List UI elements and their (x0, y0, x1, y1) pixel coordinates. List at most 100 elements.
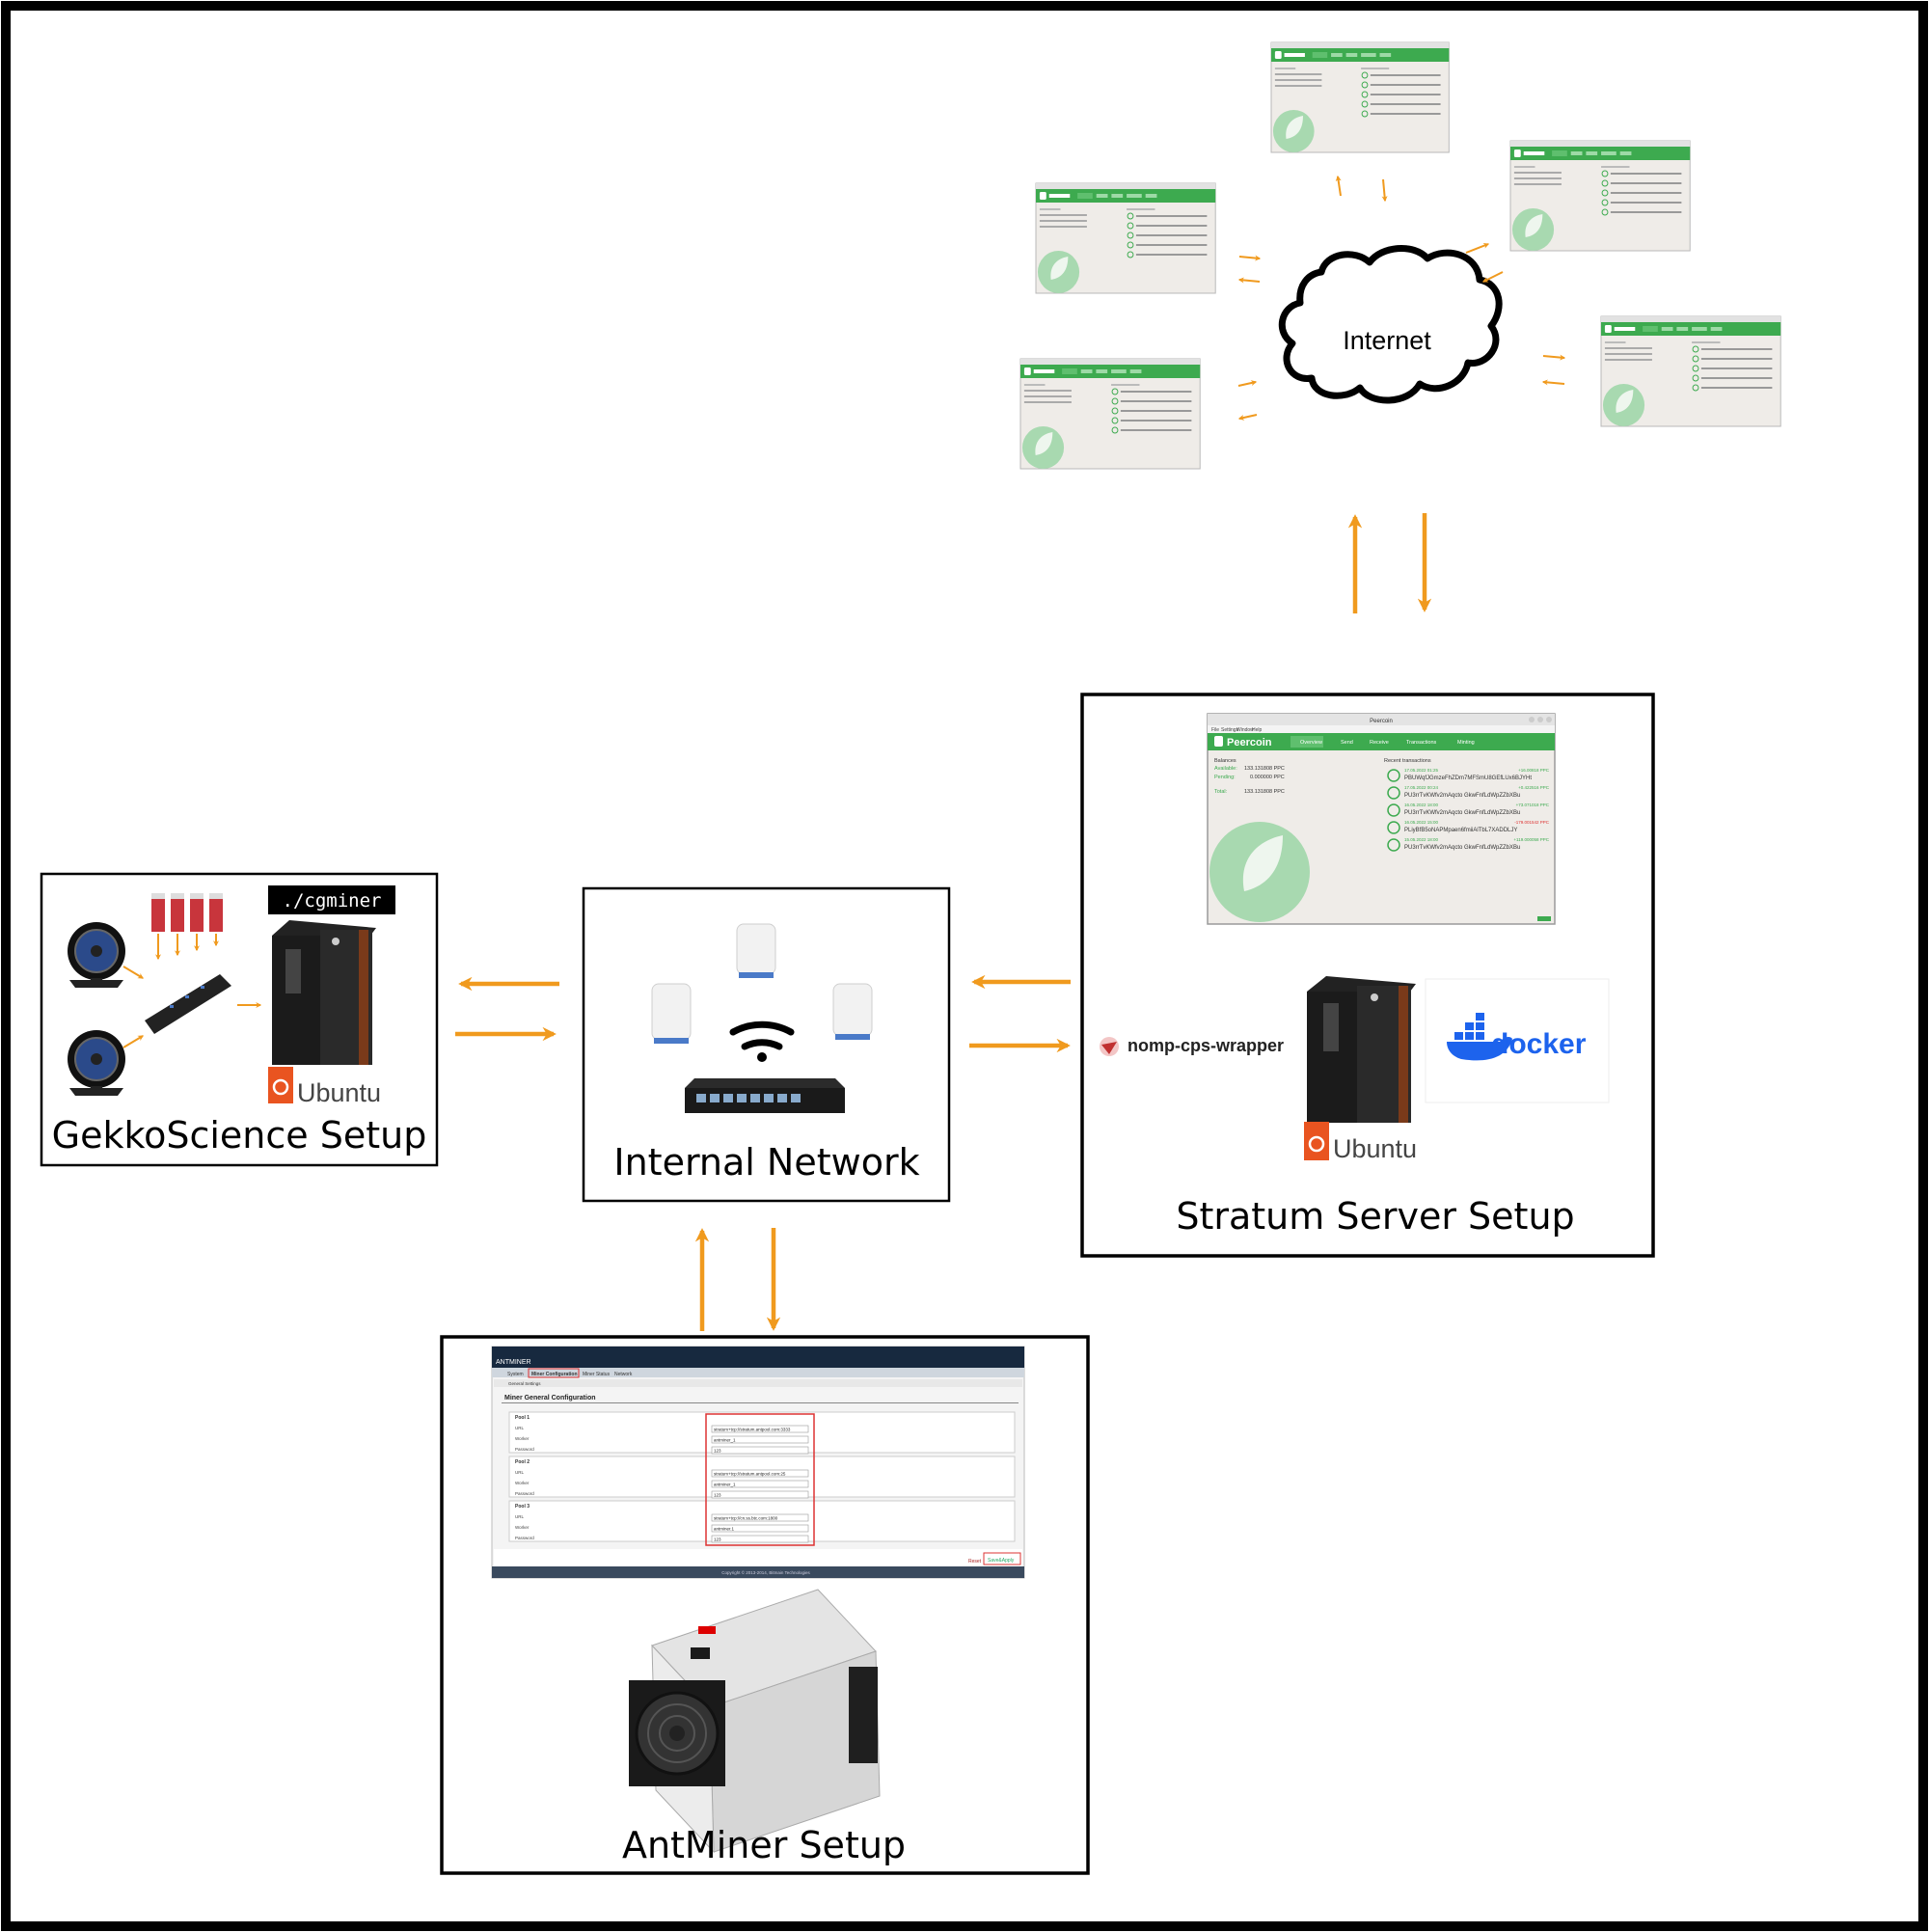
pool-field-label: Worker (515, 1436, 530, 1441)
network-stratum-arrows (969, 974, 1071, 1053)
pool-password-input[interactable] (711, 1446, 809, 1455)
wallet-menu-item[interactable]: Settings (1221, 727, 1239, 733)
wallet-menu-item[interactable]: Help (1252, 727, 1263, 733)
stratum-ubuntu-logo: Ubuntu (1304, 1122, 1417, 1163)
pool-list: Pool 1 URL stratum+tcp://stratum.antpool.c… (508, 1411, 1016, 1543)
transaction-row[interactable]: 17.05.2022 00:24 +0.422516 PPC PU3rrTvKWfv… (1387, 785, 1550, 800)
peer-wallet-5 (1019, 358, 1201, 470)
peer-wallet-1 (1270, 41, 1450, 153)
transaction-row[interactable]: 15.05.2022 18:00 +119.000058 PPC PU3rrTvKW… (1387, 837, 1550, 852)
recent-transactions-header: Recent transactions (1384, 758, 1431, 764)
pool-password-input[interactable] (711, 1535, 809, 1543)
pool-password-value: 123 (714, 1449, 721, 1454)
wallet-menu-item[interactable]: File (1211, 727, 1219, 733)
cgminer-command: ./cgminer (283, 890, 382, 912)
transaction-date: 16.05.2022 15:00 (1404, 820, 1439, 825)
antminer-save-apply-button[interactable]: Save&Apply (988, 1558, 1015, 1564)
pool-worker-input[interactable] (711, 1435, 809, 1444)
transaction-row[interactable]: 16.05.2022 15:00 -179.001542 PPC PLiyBfB5o… (1387, 820, 1550, 834)
pool-url-input[interactable] (711, 1469, 809, 1478)
wallet-window-title: Peercoin (1370, 719, 1393, 724)
pool-field-label: Worker (515, 1481, 530, 1485)
usb-hub (145, 974, 231, 1034)
wallet-tab-overview[interactable]: Overview (1300, 740, 1322, 746)
pool-field-label: URL (515, 1514, 524, 1519)
balance-value: 133.131808 PPC (1244, 789, 1285, 795)
wallet-menu-item[interactable]: Window (1236, 727, 1254, 733)
antminer-subtab-general[interactable]: General Settings (508, 1381, 541, 1386)
internal-network-title: Internal Network (613, 1141, 919, 1184)
pool-name: Pool 3 (515, 1504, 530, 1510)
pool-worker-input[interactable] (711, 1524, 809, 1533)
antminer-tab-system[interactable]: System (507, 1372, 524, 1377)
pool-worker-value: antminer.1 (714, 1527, 735, 1532)
wallet-brand: Peercoin (1227, 737, 1272, 748)
docker-label: docker (1491, 1028, 1587, 1060)
gekko-network-arrows (455, 976, 559, 1042)
transaction-amount: +119.000058 PPC (1513, 837, 1549, 842)
switch-ports (696, 1094, 801, 1102)
transaction-amount: +0.422516 PPC (1518, 785, 1550, 790)
transaction-address: PLiyBfB5oNAPMpaen6fmiiAlTbL7XADDLJY (1404, 828, 1517, 833)
stratum-setup-title: Stratum Server Setup (1176, 1195, 1574, 1238)
wallet-tab-transactions[interactable]: Transactions (1406, 740, 1437, 746)
transaction-amount: +73.071018 PPC (1516, 803, 1550, 807)
antminer-logo: ANTMINER (496, 1359, 531, 1366)
pool-worker-value: antminer_1 (714, 1483, 736, 1487)
transaction-row[interactable]: 17.05.2022 01:25+16.00818 PPCPBUWqfJGmze… (1387, 768, 1550, 782)
usb-miner-sticks (151, 893, 223, 932)
wifi-icon (729, 1020, 795, 1062)
transaction-date: 15.05.2022 18:00 (1404, 837, 1439, 842)
pool-url-value: stratum+tcp://stratum.antpool.com:25 (714, 1472, 786, 1477)
balance-label: Pending: (1214, 775, 1236, 780)
pool-password-input[interactable] (711, 1490, 809, 1499)
transaction-address: PU3rrTvKWfv2mAqcto GkwFnfLdWpZZbXBu (1404, 810, 1520, 816)
antminer-tab-miner-configuration[interactable]: Miner Configuration (531, 1372, 578, 1377)
gekko-flow-arrows (122, 934, 262, 1048)
pool-field-label: URL (515, 1426, 524, 1430)
peer-wallet-4 (1600, 315, 1781, 427)
transaction-list: 17.05.2022 01:25+16.00818 PPCPBUWqfJGmze… (1387, 768, 1550, 852)
peercoin-logo-icon (1214, 736, 1223, 747)
pool-name: Pool 2 (515, 1459, 530, 1465)
gekkoscience-setup-title: GekkoScience Setup (52, 1114, 427, 1156)
docker-whale-icon (1447, 1013, 1512, 1061)
transaction-address: PU3rrTvKWfv2mAqcto GkwFnfLdWpZZbXBu (1404, 793, 1520, 799)
gekko-ubuntu-label: Ubuntu (297, 1078, 381, 1107)
mesh-router-left (651, 983, 692, 1044)
transaction-arrow-icon (1387, 769, 1400, 782)
antminer-setup-title: AntMiner Setup (622, 1824, 906, 1866)
mesh-router-top (736, 923, 776, 978)
transaction-arrow-icon (1387, 803, 1400, 817)
pool-password-value: 123 (714, 1537, 721, 1542)
docker-logo: docker (1425, 978, 1610, 1103)
pool-url-input[interactable] (711, 1425, 809, 1433)
transaction-arrow-icon (1387, 821, 1400, 834)
pool-name: Pool 1 (515, 1415, 530, 1421)
network-switch (685, 1078, 845, 1113)
stratum-server-pc (1307, 976, 1416, 1123)
peercoin-wallet-window: Peercoin File Settings Window Help Peerc… (1207, 713, 1556, 925)
wallet-tab-receive[interactable]: Receive (1370, 740, 1389, 746)
transaction-row[interactable]: 16.05.2022 18:00+73.071018 PPCPU3rrTvKWf… (1387, 803, 1550, 817)
transaction-address: PU3rrTvKWfv2mAqcto GkwFnfLdWpZZbXBu (1404, 845, 1520, 851)
transaction-amount: -179.001542 PPC (1514, 820, 1550, 825)
balance-value: 0.000000 PPC (1250, 775, 1285, 780)
pool-password-value: 123 (714, 1493, 721, 1498)
gekko-ubuntu-logo: Ubuntu (268, 1067, 381, 1107)
antminer-hardware (629, 1589, 881, 1854)
pool-url-input[interactable] (711, 1513, 809, 1522)
pool-worker-input[interactable] (711, 1480, 809, 1488)
antminer-tab-miner-status[interactable]: Miner Status (583, 1372, 611, 1377)
pool-field-label: Password (515, 1491, 534, 1496)
transaction-date: 17.05.2022 00:24 (1404, 785, 1439, 790)
antminer-tab-network[interactable]: Network (614, 1372, 633, 1377)
ubuntu-icon (1304, 1122, 1329, 1160)
pool-field-label: URL (515, 1470, 524, 1475)
balances-header: Balances (1214, 758, 1236, 764)
wallet-tab-send[interactable]: Send (1341, 740, 1353, 746)
fan-bottom (68, 1030, 125, 1096)
antminer-reset-button[interactable]: Reset (968, 1559, 982, 1565)
transaction-arrow-icon (1387, 838, 1400, 852)
wallet-tab-minting[interactable]: Minting (1457, 740, 1475, 746)
